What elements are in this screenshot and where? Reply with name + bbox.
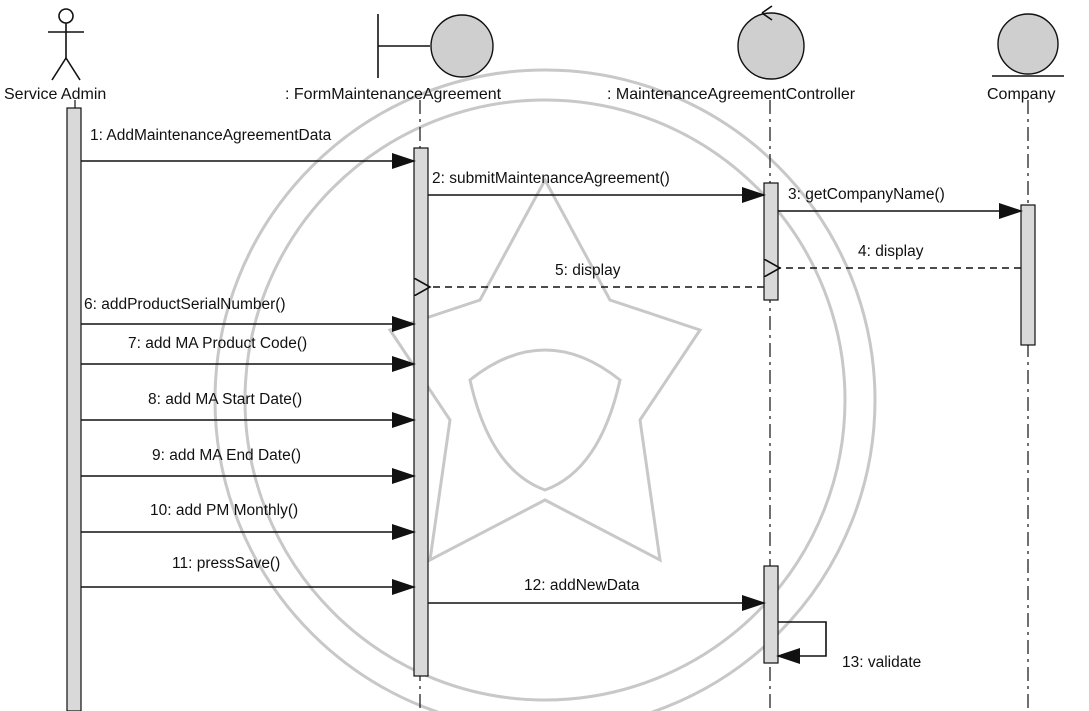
message-5-label: 5: display — [555, 262, 621, 279]
message-8-label: 8: add MA Start Date() — [148, 391, 302, 408]
activation-company — [1021, 205, 1035, 345]
actor-icon — [48, 9, 84, 80]
message-11-label: 11: pressSave() — [172, 555, 280, 572]
message-4-label: 4: display — [858, 243, 924, 260]
activation-form — [414, 148, 428, 676]
message-6-label: 6: addProductSerialNumber() — [84, 296, 286, 313]
message-9-label: 9: add MA End Date() — [152, 447, 301, 464]
message-2-label: 2: submitMaintenanceAgreement() — [432, 170, 670, 187]
message-3-label: 3: getCompanyName() — [788, 186, 945, 203]
message-1-label: 1: AddMaintenanceAgreementData — [90, 127, 332, 144]
control-icon — [738, 6, 804, 79]
boundary-icon — [378, 14, 493, 78]
activation-controller-1 — [764, 183, 778, 300]
participant-service-admin-label: Service Admin — [4, 86, 106, 103]
participant-form-label: : FormMaintenanceAgreement — [285, 86, 502, 103]
message-12-label: 12: addNewData — [524, 577, 640, 594]
entity-icon — [992, 14, 1064, 76]
message-10-label: 10: add PM Monthly() — [150, 502, 298, 519]
message-13-label: 13: validate — [842, 654, 921, 671]
activation-controller-2 — [764, 566, 778, 663]
message-7-label: 7: add MA Product Code() — [128, 335, 307, 352]
participant-company-label: Company — [987, 86, 1055, 103]
activation-service-admin — [67, 108, 81, 711]
participant-controller-label: : MaintenanceAgreementController — [607, 86, 856, 103]
